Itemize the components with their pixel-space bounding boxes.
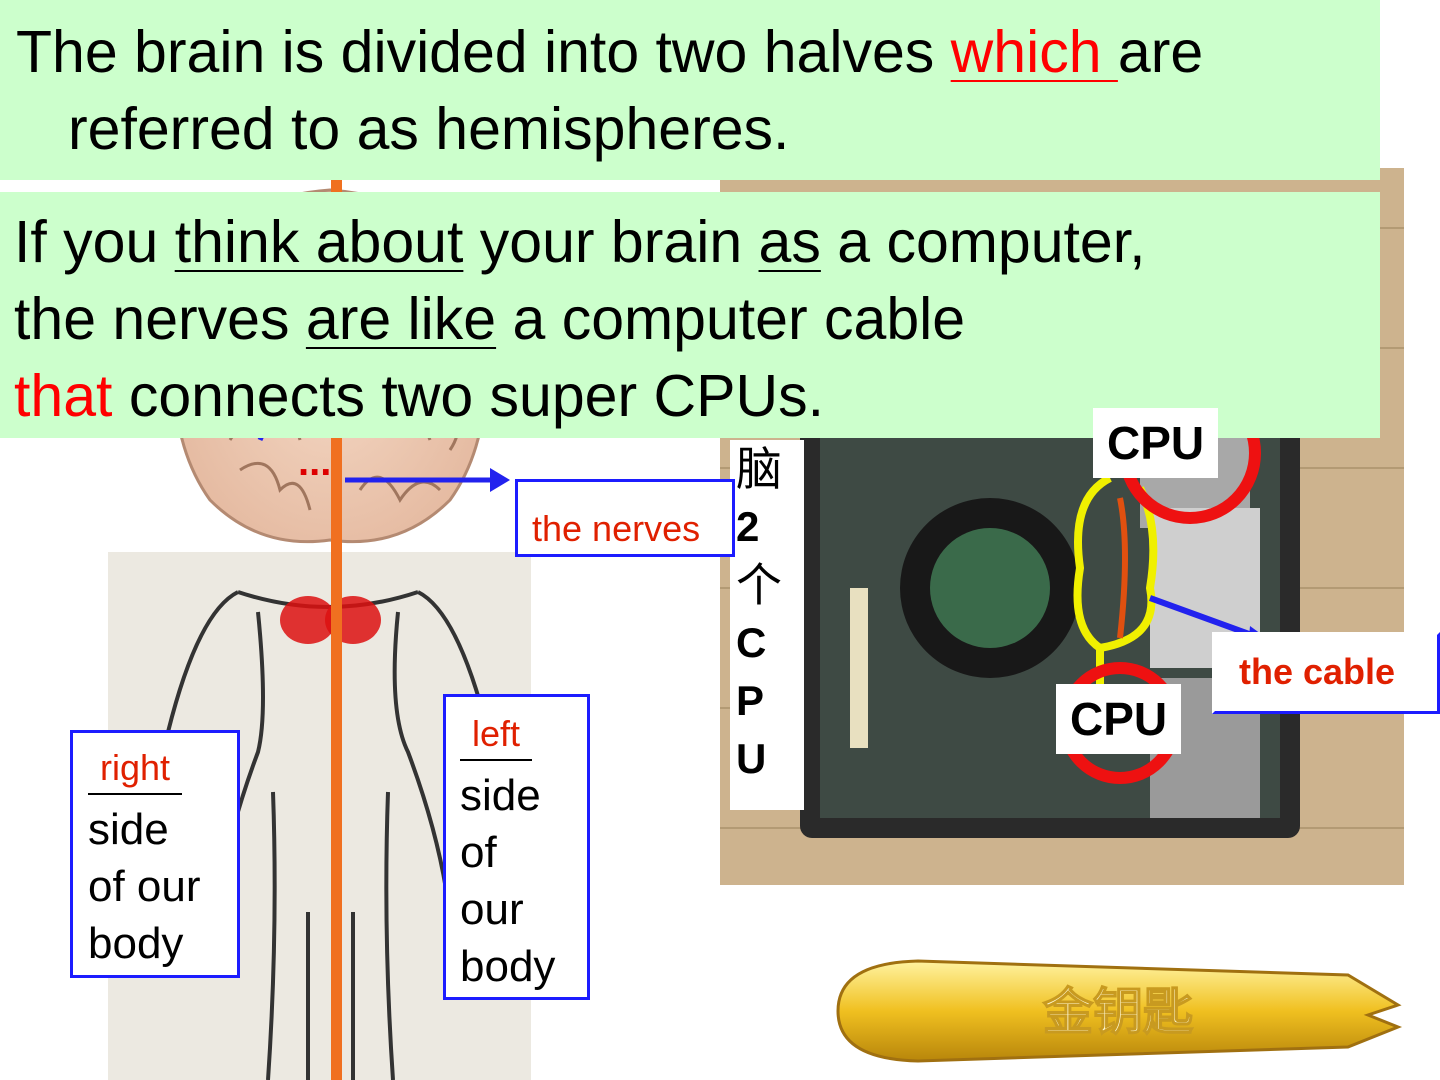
- left-side-text-3: our: [460, 885, 524, 934]
- cpu-bottom-label: CPU: [1056, 684, 1182, 754]
- left-side-text-2: of: [460, 828, 497, 877]
- computer-analogy-banner: If you think about your brain as a compu…: [0, 192, 1380, 438]
- as-phrase: as: [758, 209, 821, 275]
- are-like-phrase: are like: [305, 286, 497, 352]
- which-highlight: which: [950, 19, 1118, 85]
- left-blank: left: [460, 713, 533, 761]
- cpu-top-label: CPU: [1093, 408, 1219, 478]
- right-side-text-3: body: [88, 919, 184, 968]
- key-text: 金钥匙: [1043, 983, 1193, 1041]
- right-side-text-1: side: [88, 805, 169, 854]
- vertical-char-1: 脑: [736, 442, 782, 496]
- right-blank: right: [88, 747, 183, 795]
- vertical-char-4: C: [736, 619, 767, 666]
- vertical-char-2: 2: [736, 503, 760, 550]
- that-highlight: that: [14, 363, 113, 429]
- banner2-line1: If you think about your brain as a compu…: [14, 209, 1146, 275]
- banner2-line2: the nerves are like a computer cable: [14, 286, 966, 352]
- vertical-char-3: 个: [736, 558, 782, 612]
- left-side-text-1: side: [460, 771, 541, 820]
- banner1-line1: The brain is divided into two halves whi…: [16, 19, 1204, 85]
- nerves-label: the nerves: [515, 479, 735, 557]
- right-side-text-2: of our: [88, 862, 201, 911]
- vertical-cpu-caption: 脑 2 个 C P U: [730, 440, 804, 810]
- think-about-phrase: think about: [174, 209, 464, 275]
- golden-key-icon: 金钥匙: [836, 959, 1403, 1063]
- hemispheres-banner: The brain is divided into two halves whi…: [0, 0, 1380, 180]
- body-midline: [331, 180, 342, 1080]
- left-side-text-4: body: [460, 942, 556, 991]
- right-side-label: right side of our body: [70, 730, 240, 978]
- banner1-line2: referred to as hemispheres.: [68, 96, 790, 162]
- left-side-label: left side of our body: [443, 694, 590, 1000]
- vertical-char-6: U: [736, 735, 767, 782]
- cable-label: the cable: [1212, 632, 1440, 714]
- vertical-char-5: P: [736, 677, 765, 724]
- banner2-line3: that connects two super CPUs.: [14, 363, 824, 429]
